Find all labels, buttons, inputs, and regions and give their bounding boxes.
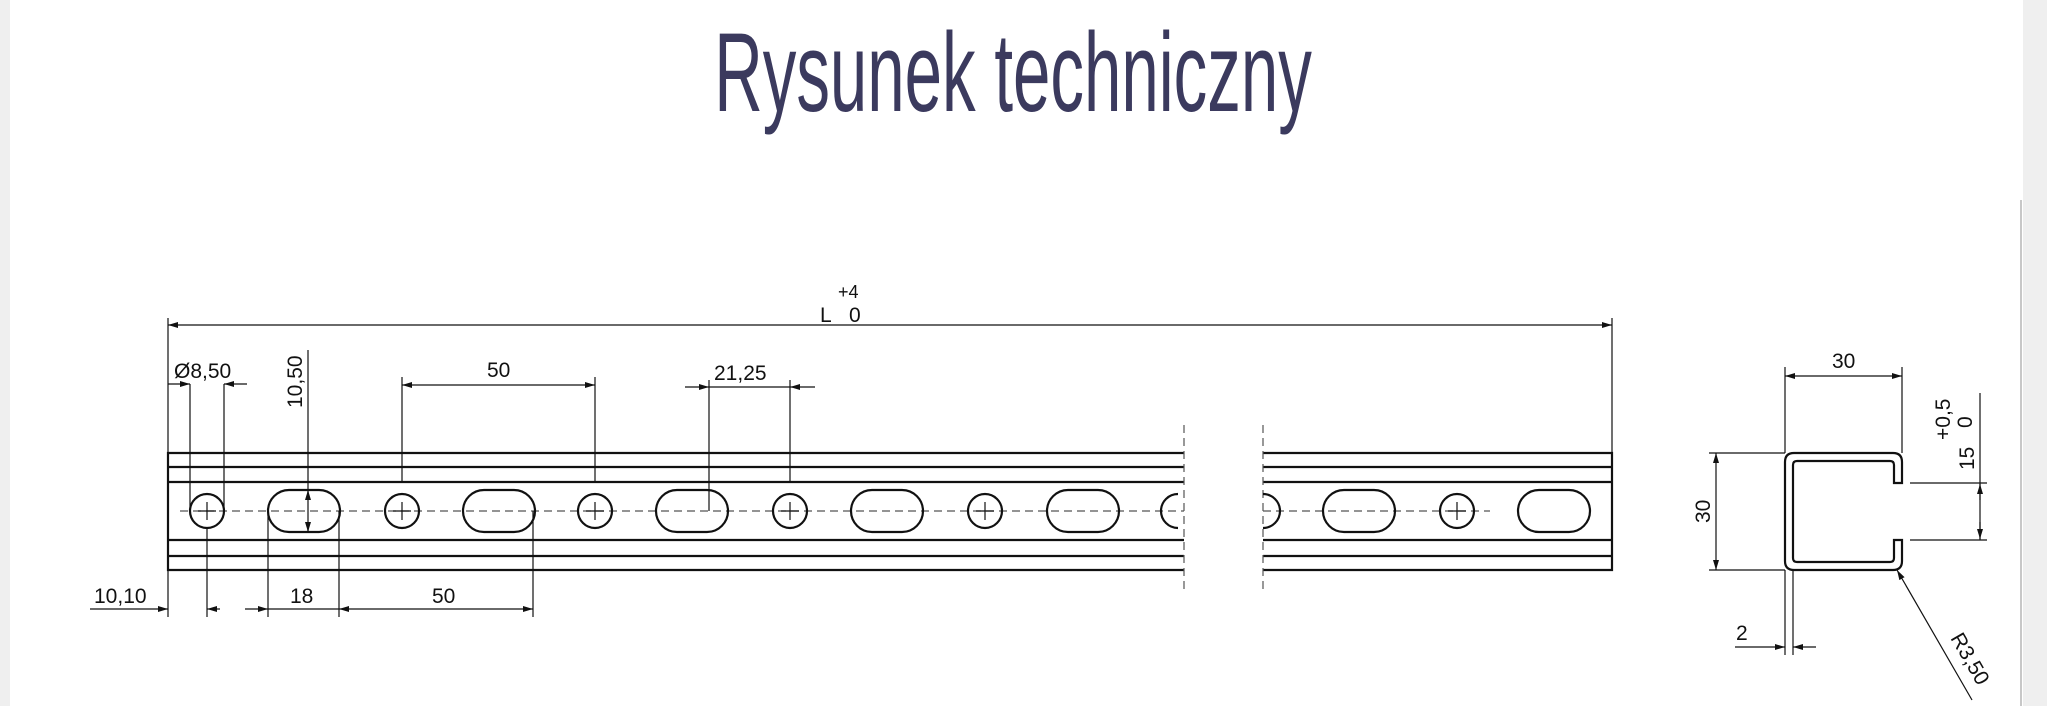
dimension-pitch-top: 50 [401,359,596,482]
dimension-profile-width: 30 [1784,350,1903,453]
svg-text:Ø8,50: Ø8,50 [174,360,231,383]
hole-center-mark [1448,502,1466,520]
right-scrollbar-track[interactable] [2023,0,2047,706]
dimension-slot-height: 10,50 [284,350,311,533]
rail-side-view [166,425,1614,594]
dimension-profile-height: 30 [1692,452,1785,571]
dimension-slot-length: 18 [245,511,340,617]
left-margin [0,0,10,706]
dimension-profile-opening: 15 +0,5 0 [1910,393,1987,541]
hole-center-mark [976,502,994,520]
dimension-hole-diameter: Ø8,50 [168,360,247,511]
dimension-length: +4 L 0 [167,282,1613,453]
profile-cross-section [1783,451,1904,572]
dimension-pitch-bottom: 50 [339,511,534,617]
round-hole [966,492,1004,530]
svg-text:10,10: 10,10 [94,585,147,608]
slot-hole [1045,488,1121,534]
slot-hole [461,488,537,534]
round-hole [771,492,809,530]
slot-hole [1516,488,1592,534]
dimension-profile-radius: R3,50 [1896,569,1994,701]
svg-text:10,50: 10,50 [284,355,307,408]
round-hole [383,492,421,530]
slot-hole [849,488,925,534]
dimension-edge-distance: 10,10 [90,528,220,617]
svg-text:+0,5: +0,5 [1932,399,1955,440]
svg-text:+4: +4 [838,282,859,302]
partial-hole [1159,492,1179,530]
svg-text:30: 30 [1832,350,1855,373]
divider [2020,200,2022,706]
svg-text:30: 30 [1692,500,1715,523]
svg-text:21,25: 21,25 [714,362,767,385]
round-hole [1438,492,1476,530]
slot-hole [1321,488,1397,534]
slot-hole [654,488,730,534]
svg-text:15: 15 [1956,447,1979,470]
svg-text:50: 50 [487,359,510,382]
svg-text:2: 2 [1736,622,1748,645]
hole-center-mark [198,502,216,520]
round-hole [576,492,614,530]
svg-text:18: 18 [290,585,313,608]
svg-text:50: 50 [432,585,455,608]
partial-hole [1262,492,1282,530]
page-title: Rysunek techniczny [714,10,1313,135]
dimension-profile-thickness: 2 [1735,570,1816,655]
svg-text:0: 0 [849,304,861,327]
svg-text:L: L [820,304,832,327]
dimension-offset: 21,25 [685,362,815,511]
svg-text:0: 0 [1954,416,1977,428]
hole-center-mark [586,502,604,520]
hole-center-mark [781,502,799,520]
svg-text:R3,50: R3,50 [1946,629,1994,689]
hole-center-mark [393,502,411,520]
